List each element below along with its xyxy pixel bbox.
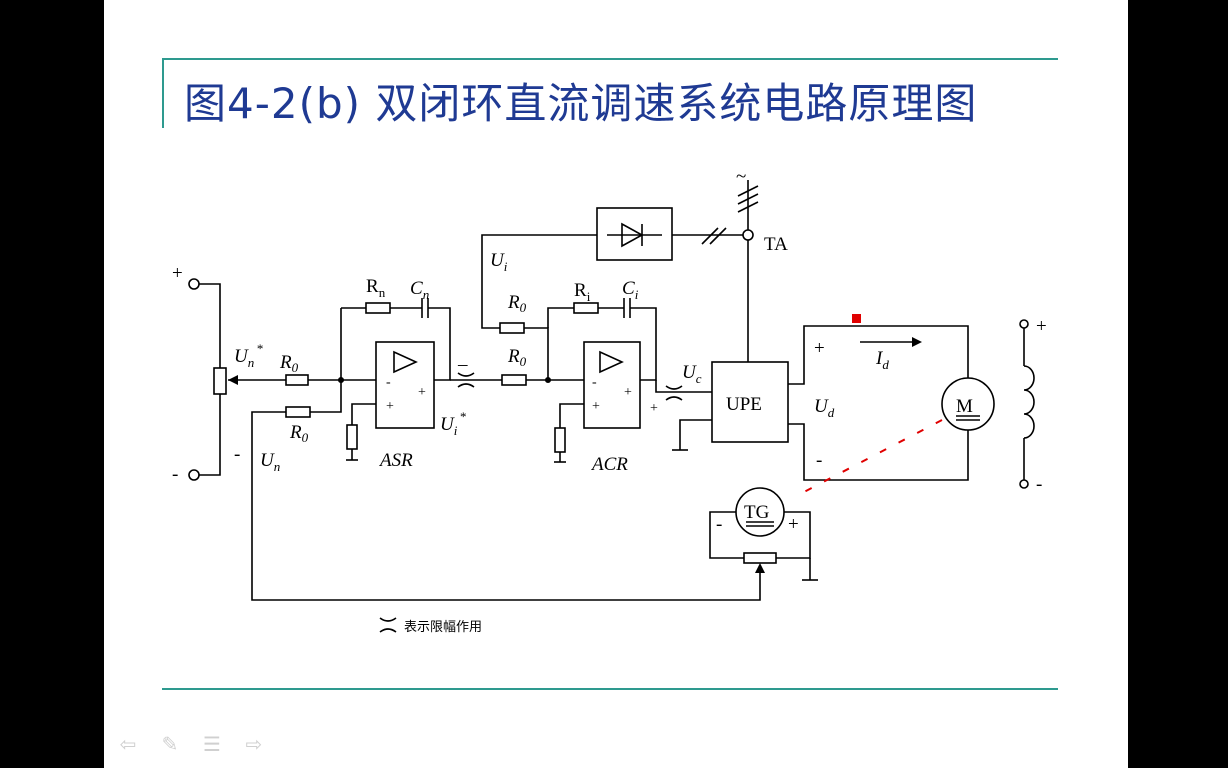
resistor-r0-acr bbox=[501, 374, 527, 386]
acr-label: ACR bbox=[590, 454, 628, 475]
label-ci: Ci bbox=[622, 278, 639, 302]
label-ui: Ui bbox=[490, 250, 508, 274]
wiper-arrow-icon bbox=[228, 375, 238, 385]
acr-out-plus: + bbox=[650, 401, 658, 416]
resistor-r0-input bbox=[285, 374, 309, 386]
tg-plus-sign: + bbox=[788, 514, 799, 535]
pen-icon[interactable]: ✎ bbox=[161, 734, 179, 756]
resistor-r0-current bbox=[499, 322, 525, 334]
svg-text:+: + bbox=[386, 399, 394, 414]
tg-minus-sign: - bbox=[716, 514, 722, 535]
title-left-rule bbox=[162, 58, 164, 128]
ta-label: TA bbox=[764, 234, 788, 255]
resistor-rn bbox=[365, 302, 391, 314]
bottom-rule bbox=[162, 688, 1058, 690]
acr-amplifier: - + + bbox=[583, 341, 641, 429]
field-winding bbox=[1019, 319, 1035, 489]
label-ui-star: Ui* bbox=[440, 409, 466, 438]
svg-text:+: + bbox=[418, 385, 426, 400]
field-minus-sign: - bbox=[1036, 474, 1042, 495]
label-un-star: Un* bbox=[234, 341, 263, 370]
label-ri: Ri bbox=[574, 280, 591, 304]
slide-nav: ⇦ ✎ ☰ ⇨ bbox=[114, 732, 268, 757]
current-arrow-icon bbox=[912, 337, 922, 347]
svg-text:-: - bbox=[386, 375, 391, 390]
label-uc: Uc bbox=[682, 362, 702, 386]
asr-amplifier: - + + bbox=[375, 341, 435, 429]
resistor-ri bbox=[573, 302, 599, 314]
rectifier-box bbox=[596, 207, 673, 261]
motor-label: M bbox=[956, 396, 973, 417]
red-marker bbox=[852, 314, 861, 323]
field-plus-sign: + bbox=[1036, 316, 1047, 337]
asr-label: ASR bbox=[378, 450, 413, 471]
ta-node bbox=[742, 229, 754, 241]
next-icon[interactable]: ⇨ bbox=[245, 734, 263, 756]
legend-caption: 表示限幅作用 bbox=[404, 620, 482, 635]
motor-symbol bbox=[941, 377, 995, 431]
label-r0-feedback: R0 bbox=[289, 422, 309, 445]
label-r0-input: R0 bbox=[279, 352, 299, 375]
upe-label: UPE bbox=[726, 394, 762, 415]
ud-plus-sign: + bbox=[814, 338, 825, 359]
legend-limiter-icon bbox=[379, 617, 397, 633]
label-cn: Cn bbox=[410, 278, 429, 302]
ref-minus-sign: - bbox=[172, 464, 178, 485]
ref-plus-sign: + bbox=[172, 263, 183, 284]
label-id: Id bbox=[875, 348, 889, 372]
limiter-icon-acr bbox=[665, 385, 683, 401]
un-minus-sign: - bbox=[234, 444, 240, 465]
label-rn: Rn bbox=[366, 276, 386, 300]
coupling-line bbox=[803, 419, 943, 493]
label-ud: Ud bbox=[814, 396, 835, 420]
resistor-r0-feedback bbox=[285, 406, 311, 418]
label-r0-current: R0 bbox=[507, 292, 527, 315]
svg-text:+: + bbox=[592, 399, 600, 414]
ac-source-icon: ~ bbox=[736, 166, 746, 187]
label-r0-acr: R0 bbox=[507, 346, 527, 369]
tg-label: TG bbox=[744, 502, 770, 523]
upe-block bbox=[711, 361, 789, 443]
svg-text:+: + bbox=[624, 385, 632, 400]
circuit-diagram: + - Un* R0 R0 - Un - + + ASR bbox=[172, 166, 1047, 635]
tg-potentiometer bbox=[743, 552, 777, 564]
slide-title: 图4-2(b) 双闭环直流调速系统电路原理图 bbox=[184, 79, 978, 128]
reference-potentiometer bbox=[188, 278, 227, 481]
svg-text:-: - bbox=[592, 375, 597, 390]
label-un: Un bbox=[260, 450, 280, 474]
menu-icon[interactable]: ☰ bbox=[203, 734, 221, 756]
asr-out-minus: – bbox=[457, 354, 468, 375]
title-top-rule bbox=[162, 58, 1058, 60]
ud-minus-sign: - bbox=[816, 450, 822, 471]
slide: 图4-2(b) 双闭环直流调速系统电路原理图 + - Un* R0 R0 - U… bbox=[104, 0, 1128, 768]
prev-icon[interactable]: ⇦ bbox=[119, 734, 137, 756]
limiter-icon bbox=[457, 372, 475, 388]
